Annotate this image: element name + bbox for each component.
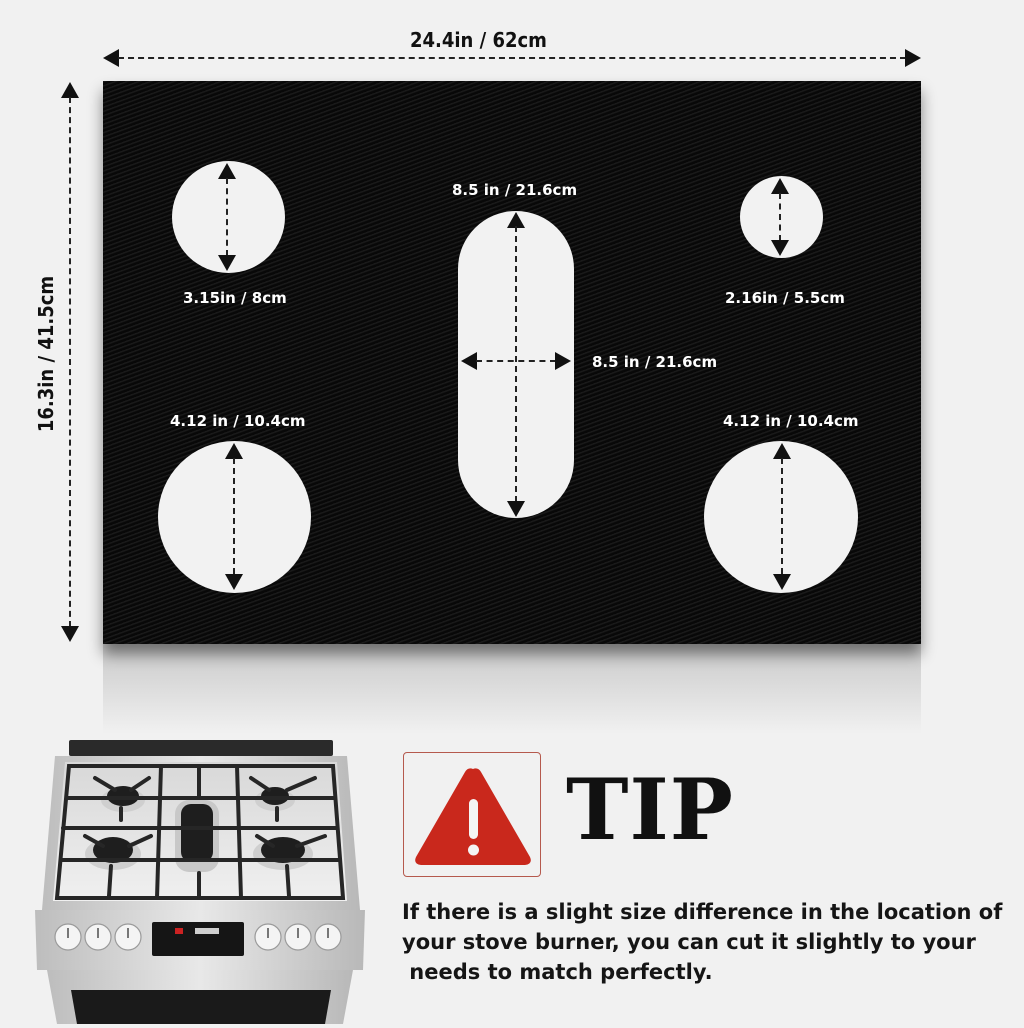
hole-size-label: 4.12 in / 10.4cm <box>723 412 859 430</box>
arrow-left-icon <box>103 49 119 67</box>
arrow-down-icon <box>773 574 791 590</box>
arrow-up-icon <box>507 212 525 228</box>
tip-line: your stove burner, you can cut it slight… <box>402 930 976 954</box>
hole-size-label: 3.15in / 8cm <box>183 289 287 307</box>
warning-icon-box <box>403 752 541 877</box>
arrow-left-icon <box>461 352 477 370</box>
mat-reflection <box>103 644 921 734</box>
arrow-right-icon <box>555 352 571 370</box>
dashed-line <box>233 458 235 574</box>
dashed-line <box>779 193 781 241</box>
gas-stove-image <box>25 738 375 1024</box>
hole-circle <box>172 161 285 273</box>
hole-size-label: 4.12 in / 10.4cm <box>170 412 306 430</box>
arrow-down-icon <box>61 626 79 642</box>
arrow-down-icon <box>218 255 236 271</box>
dashed-line <box>226 178 228 256</box>
arrow-up-icon <box>773 443 791 459</box>
arrow-down-icon <box>771 240 789 256</box>
arrow-up-icon <box>61 82 79 98</box>
oval-width-label: 8.5 in / 21.6cm <box>592 353 718 371</box>
dashed-line-horizontal <box>476 360 556 362</box>
arrow-up-icon <box>771 178 789 194</box>
tip-title: TIP <box>566 760 734 859</box>
height-label: 16.3in / 41.5cm <box>34 275 58 433</box>
dashed-line-vertical <box>515 226 517 502</box>
oval-length-label: 8.5 in / 21.6cm <box>452 181 578 199</box>
warning-triangle-icon <box>415 768 531 865</box>
arrow-down-icon <box>225 574 243 590</box>
dashed-line <box>781 458 783 574</box>
width-label: 24.4in / 62cm <box>410 28 547 52</box>
arrow-right-icon <box>905 49 921 67</box>
height-dashed-line <box>69 97 71 627</box>
arrow-up-icon <box>218 163 236 179</box>
tip-line: needs to match perfectly. <box>402 960 713 984</box>
tip-line: If there is a slight size difference in … <box>402 900 1003 924</box>
width-dashed-line <box>118 57 906 59</box>
hole-size-label: 2.16in / 5.5cm <box>725 289 845 307</box>
arrow-up-icon <box>225 443 243 459</box>
tip-description: If there is a slight size difference in … <box>402 897 1012 987</box>
arrow-down-icon <box>507 501 525 517</box>
